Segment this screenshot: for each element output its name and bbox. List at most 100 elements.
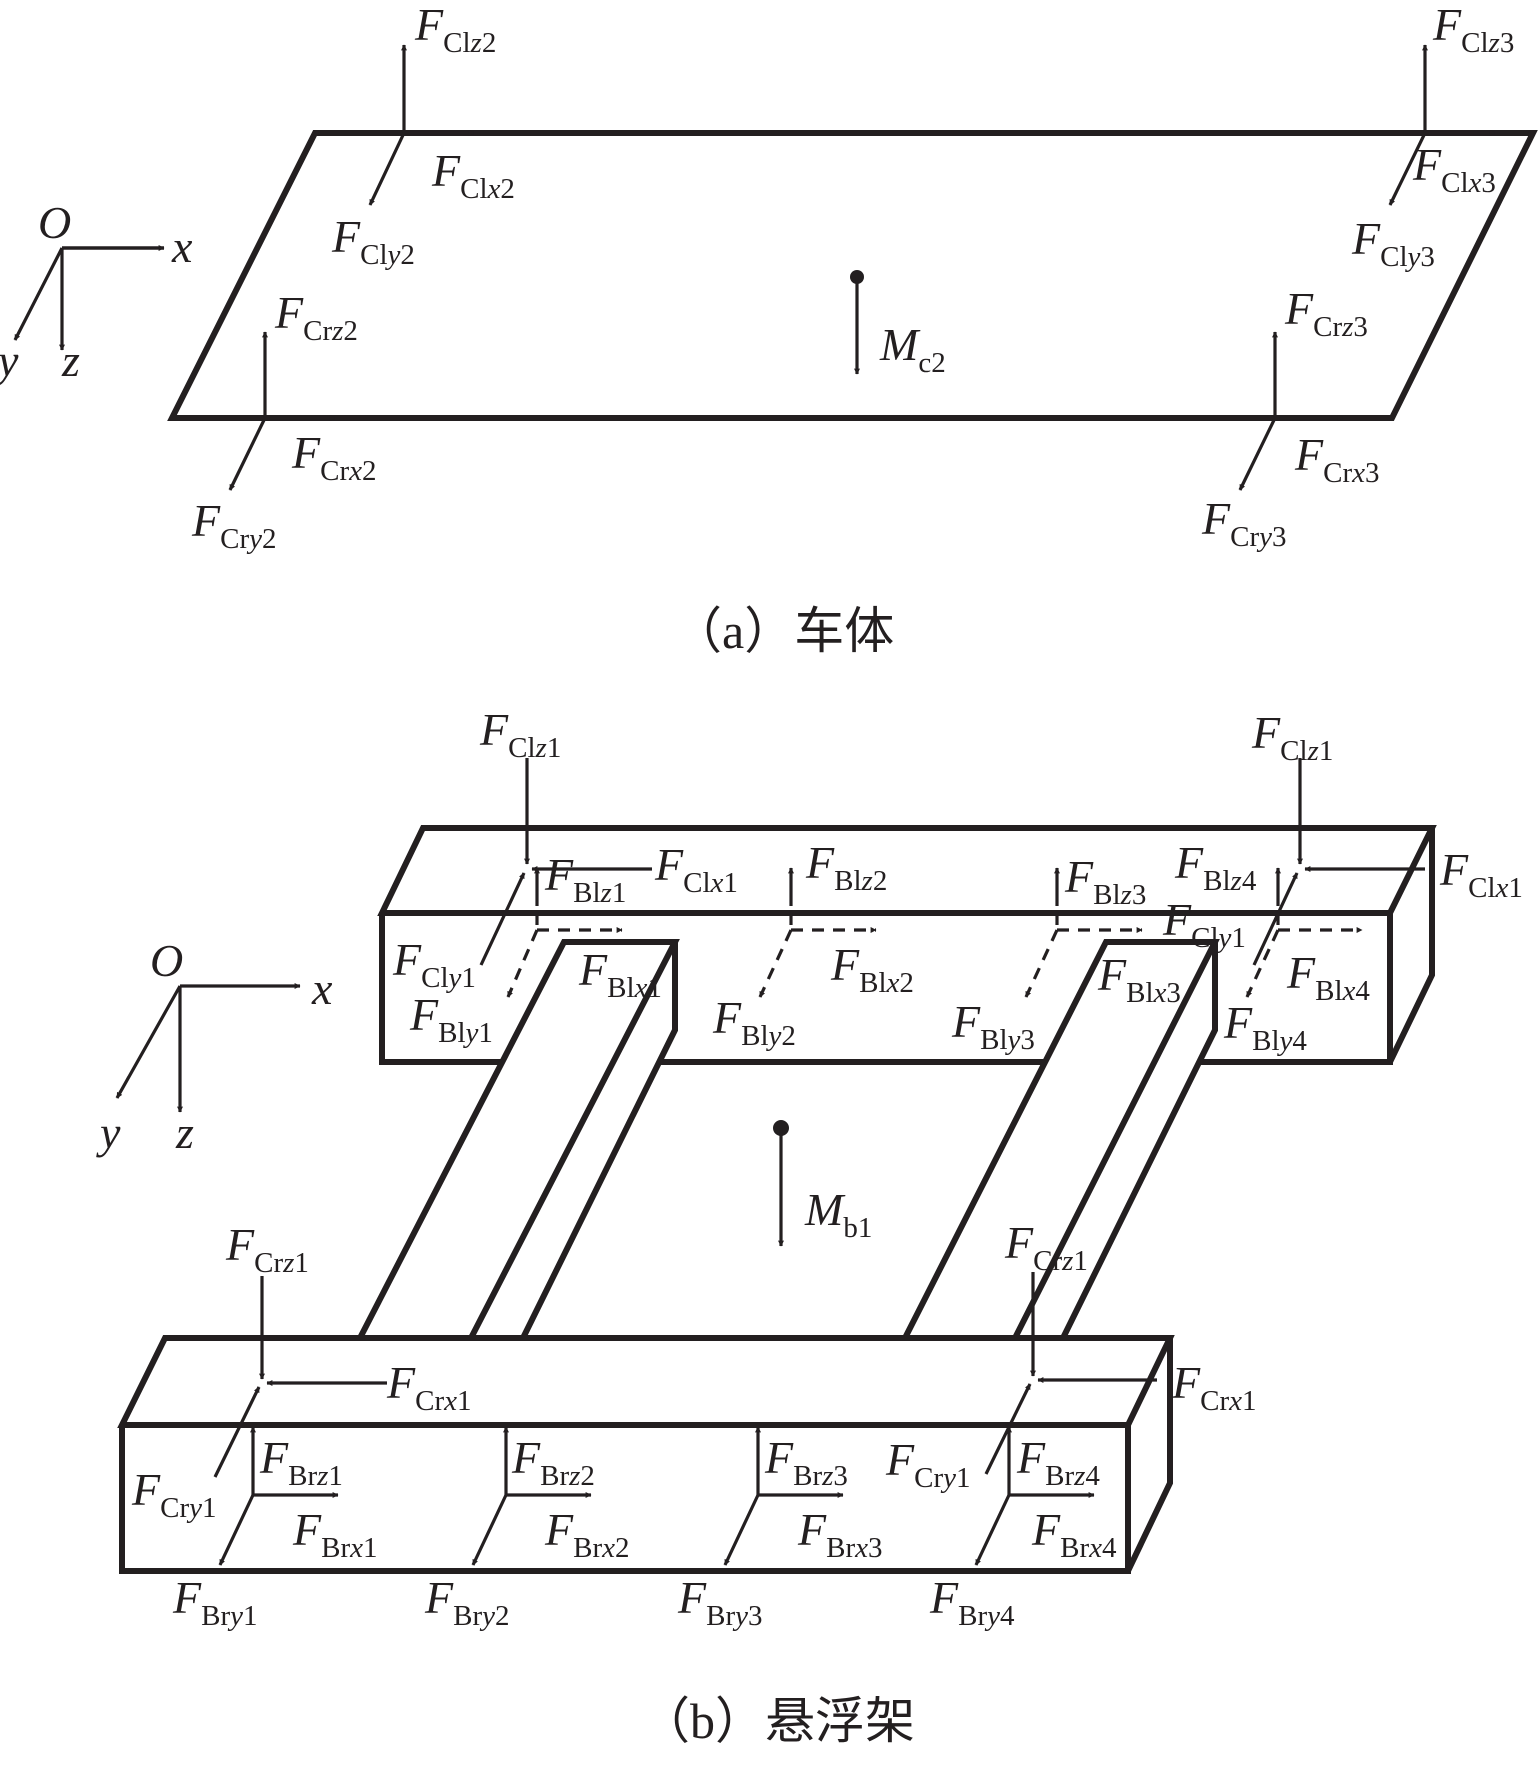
force-label-main: F	[431, 145, 461, 196]
force-label-main: F	[764, 1432, 794, 1483]
long-beam-right-side	[1060, 942, 1218, 1340]
force-label-sub-pre: Cr	[1200, 1385, 1229, 1417]
arrow-Cly1-left	[479, 872, 526, 966]
force-label-sub-it: z	[1341, 311, 1353, 343]
force-label-sub-pre: Cl	[460, 173, 487, 205]
force-label-main: F	[274, 287, 304, 338]
upper-beam	[377, 825, 1437, 1065]
force-label-sub-post: 1	[1231, 922, 1246, 954]
force-label-sub-post: 3	[1500, 27, 1515, 59]
label-Crx3: FCrx3	[1294, 429, 1379, 489]
force-label-sub-it: y	[446, 962, 462, 994]
force-label-main: F	[414, 0, 444, 50]
force-label-main: F	[191, 495, 221, 546]
force-label-main: F	[1286, 947, 1316, 998]
label-Brz1: FBrz1	[259, 1432, 343, 1492]
force-label-sub-it: y	[1405, 241, 1421, 273]
force-label-main: F	[1432, 0, 1462, 50]
force-label-main: F	[929, 1572, 959, 1623]
label-Cry1-right: FCry1	[885, 1434, 970, 1494]
upper-beam-front-face	[379, 913, 1393, 1065]
z-axis-label: z	[61, 335, 80, 386]
arrow-Cly2	[368, 132, 406, 206]
force-label-main: F	[805, 837, 835, 888]
arrow-Cry1-left	[213, 1386, 261, 1478]
force-label-sub-post: 1	[723, 867, 738, 899]
force-label-sub-post: 3	[1272, 521, 1287, 553]
force-label-sub-pre: Bl	[1203, 865, 1230, 897]
force-label-sub-it: z	[568, 1460, 580, 1492]
force-label-sub-post: 1	[1073, 1245, 1088, 1277]
force-label-main: F	[1016, 1432, 1046, 1483]
force-label-sub-it: z	[821, 1460, 833, 1492]
force-label-sub-post: 3	[1166, 977, 1181, 1009]
force-label-sub-it: x	[1342, 975, 1356, 1007]
force-label-sub-post: 4	[1085, 1460, 1100, 1492]
label-Blx3: FBlx3	[1097, 949, 1181, 1009]
label-Clz1-right: FClz1	[1251, 707, 1333, 767]
force-label-main: F	[1201, 493, 1231, 544]
force-label-sub-post: 1	[202, 1492, 217, 1524]
force-label-main: F	[677, 1572, 707, 1623]
force-label-sub-post: 2	[482, 27, 497, 59]
force-label-sub-pre: Cr	[914, 1462, 943, 1494]
arrow-Cly1-right	[1252, 872, 1299, 966]
arrow-Bly4	[1245, 929, 1280, 998]
panel-b-levitation-frame: O x y z	[96, 704, 1523, 1749]
z-axis-label: z	[175, 1107, 194, 1158]
force-label-sub-post: 2	[400, 239, 415, 271]
y-axis-arrow	[115, 985, 182, 1099]
force-label-sub-pre: Br	[958, 1600, 987, 1632]
force-label-sub-pre: Br	[706, 1600, 735, 1632]
force-label-main: F	[292, 1504, 322, 1555]
force-label-sub-it: y	[186, 1492, 202, 1524]
force-label-sub-pre: Br	[793, 1460, 822, 1492]
label-Bry3: FBry3	[677, 1572, 762, 1632]
label-Cly2: FCly2	[331, 211, 415, 271]
label-Blz4: FBlz4	[1174, 837, 1257, 897]
label-Clx1-right: FClx1	[1439, 844, 1523, 904]
force-label-sub-it: x	[634, 972, 648, 1004]
force-label-main: F	[1412, 139, 1442, 190]
force-label-sub-post: 1	[1508, 872, 1523, 904]
label-Blx4: FBlx4	[1286, 947, 1370, 1007]
force-label-sub-pre: Br	[288, 1460, 317, 1492]
force-label-sub-pre: Cl	[1280, 735, 1307, 767]
force-label-sub-post: 3	[833, 1460, 848, 1492]
arrow-Bry2	[471, 1494, 508, 1566]
force-label-sub-pre: Cr	[320, 455, 349, 487]
force-label-sub-pre: Bl	[1093, 879, 1120, 911]
force-label-sub-pre: Br	[1060, 1532, 1089, 1564]
force-label-sub-it: x	[710, 867, 724, 899]
label-Clx3: FClx3	[1412, 139, 1496, 199]
force-label-main: F	[424, 1572, 454, 1623]
force-label-main: F	[479, 704, 509, 755]
force-label-main: F	[544, 1504, 574, 1555]
force-label-sub-it: x	[1495, 872, 1509, 904]
label-Crz1-left: FCrz1	[225, 1219, 309, 1279]
force-label-sub-it: z	[1061, 1245, 1073, 1277]
force-label-sub-it: x	[601, 1532, 615, 1564]
force-label-main: F	[654, 839, 684, 890]
force-label-sub-it: y	[766, 1020, 782, 1052]
force-label-sub-post: 3	[1020, 1024, 1035, 1056]
force-label-sub-post: 2	[899, 967, 914, 999]
y-axis-arrow	[13, 247, 64, 341]
force-label-sub-it: z	[1230, 865, 1242, 897]
label-Crx2: FCrx2	[291, 427, 376, 487]
force-label-sub-pre: Cl	[360, 239, 387, 271]
force-label-sub-pre: Bl	[980, 1024, 1007, 1056]
label-Clz3: FClz3	[1432, 0, 1514, 59]
force-label-sub-it: z	[1120, 879, 1132, 911]
force-label-sub-it: z	[331, 315, 343, 347]
force-label-sub-pre: Cl	[1461, 27, 1488, 59]
force-label-sub-post: 2	[580, 1460, 595, 1492]
force-label-sub-pre: Br	[321, 1532, 350, 1564]
long-beam-left-top	[357, 939, 680, 1340]
label-Brz3: FBrz3	[764, 1432, 848, 1492]
force-label-sub-it: x	[1088, 1532, 1102, 1564]
label-Cly3: FCly3	[1351, 213, 1435, 273]
force-label-sub-it: z	[1488, 27, 1500, 59]
force-label-main: F	[830, 939, 860, 990]
